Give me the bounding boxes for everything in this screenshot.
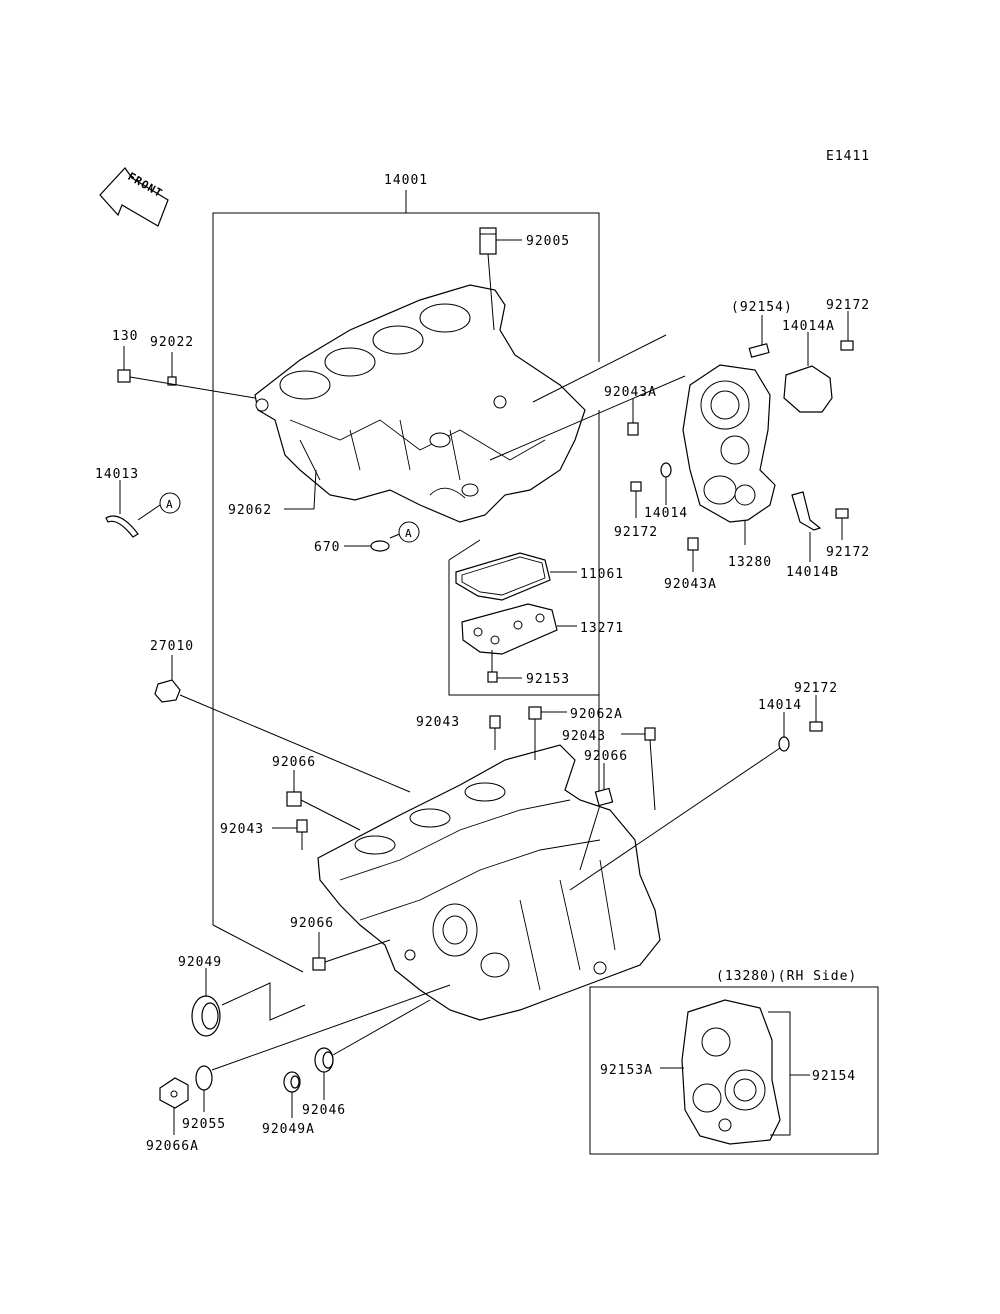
part-label-92172-right: 92172 bbox=[826, 545, 870, 560]
part-label-92172-lower: 92172 bbox=[794, 681, 838, 696]
part-label-14001: 14001 bbox=[384, 173, 428, 188]
part-92049-seal bbox=[191, 968, 306, 1037]
part-label-92172-top: 92172 bbox=[826, 298, 870, 313]
part-92046-bearing bbox=[314, 999, 431, 1100]
part-label-670: 670 bbox=[314, 540, 340, 555]
part-label-92066-lower: 92066 bbox=[290, 916, 334, 931]
part-label-92062: 92062 bbox=[228, 503, 272, 518]
part-92154-bolt bbox=[748, 315, 770, 358]
part-label-14014A: 14014A bbox=[782, 319, 835, 334]
part-label-11061: 11061 bbox=[580, 567, 624, 582]
part-label-92046: 92046 bbox=[302, 1103, 346, 1118]
part-label-14014-lower: 14014 bbox=[758, 698, 802, 713]
part-130-and-92022 bbox=[117, 346, 256, 399]
part-label-13280: 13280 bbox=[728, 555, 772, 570]
part-label-130: 130 bbox=[112, 329, 138, 344]
part-label-92154: 92154 bbox=[812, 1069, 856, 1084]
part-92043-left bbox=[272, 819, 308, 850]
part-92043-right bbox=[621, 727, 656, 811]
part-label-92066-left: 92066 bbox=[272, 755, 316, 770]
part-label-92062A: 92062A bbox=[570, 707, 623, 722]
part-label-13271: 13271 bbox=[580, 621, 624, 636]
front-arrow-icon: FRONT bbox=[99, 167, 169, 227]
part-670 bbox=[344, 521, 420, 552]
lower-crankcase bbox=[317, 744, 661, 1021]
part-92172-right bbox=[835, 508, 849, 540]
part-14013 bbox=[105, 480, 181, 538]
part-label-92172-mid: 92172 bbox=[614, 525, 658, 540]
part-14014A bbox=[783, 332, 833, 413]
part-11061-gasket bbox=[455, 552, 577, 601]
part-label-92005: 92005 bbox=[526, 234, 570, 249]
part-label-92154-paren: (92154) bbox=[731, 300, 793, 315]
part-label-92043-left: 92043 bbox=[220, 822, 264, 837]
part-label-92049: 92049 bbox=[178, 955, 222, 970]
part-92005 bbox=[479, 227, 522, 331]
part-label-92043A-upper: 92043A bbox=[604, 385, 657, 400]
part-92062A bbox=[528, 706, 567, 760]
part-92172-lower bbox=[809, 695, 823, 732]
part-13280-cover bbox=[682, 364, 776, 545]
part-label-92066-right: 92066 bbox=[584, 749, 628, 764]
part-13271-plate bbox=[461, 603, 577, 655]
ref-marker-a-left: A bbox=[166, 498, 174, 511]
part-92062 bbox=[284, 469, 317, 510]
part-92153-bolt bbox=[487, 650, 522, 683]
part-label-92043A-lower: 92043A bbox=[664, 577, 717, 592]
part-label-27010: 27010 bbox=[150, 639, 194, 654]
rh-side-inset bbox=[589, 986, 879, 1155]
part-92043-top bbox=[489, 715, 501, 750]
part-92066-right bbox=[579, 763, 614, 871]
part-14014B bbox=[791, 491, 822, 562]
part-14014-upper bbox=[660, 462, 672, 505]
part-label-14014B: 14014B bbox=[786, 565, 839, 580]
part-label-92043-right: 92043 bbox=[562, 729, 606, 744]
part-92172-top bbox=[840, 311, 854, 351]
part-label-92022: 92022 bbox=[150, 335, 194, 350]
part-92043A-lower bbox=[687, 537, 699, 572]
part-92049A-seal bbox=[283, 1071, 301, 1118]
part-label-92043-top: 92043 bbox=[416, 715, 460, 730]
part-label-14014-upper: 14014 bbox=[644, 506, 688, 521]
part-label-92153A: 92153A bbox=[600, 1063, 653, 1078]
part-27010-switch bbox=[154, 655, 411, 793]
cover-bracket bbox=[448, 334, 686, 696]
part-92066-lower bbox=[312, 932, 391, 971]
part-92066A-plug bbox=[159, 1077, 189, 1135]
part-label-92055: 92055 bbox=[182, 1117, 226, 1132]
part-92043A-upper bbox=[627, 398, 639, 436]
ref-marker-a-center: A bbox=[405, 527, 413, 540]
inset-title: (13280)(RH Side) bbox=[716, 969, 857, 984]
part-label-92066A: 92066A bbox=[146, 1139, 199, 1154]
part-92172-mid bbox=[630, 481, 642, 518]
part-14014-lower bbox=[569, 712, 790, 891]
part-label-92049A: 92049A bbox=[262, 1122, 315, 1137]
drawing-code: E1411 bbox=[826, 149, 870, 164]
part-92055-oring bbox=[195, 984, 451, 1112]
part-label-14013: 14013 bbox=[95, 467, 139, 482]
part-92066-left bbox=[286, 770, 361, 831]
part-label-92153: 92153 bbox=[526, 672, 570, 687]
upper-crankcase bbox=[254, 284, 586, 523]
